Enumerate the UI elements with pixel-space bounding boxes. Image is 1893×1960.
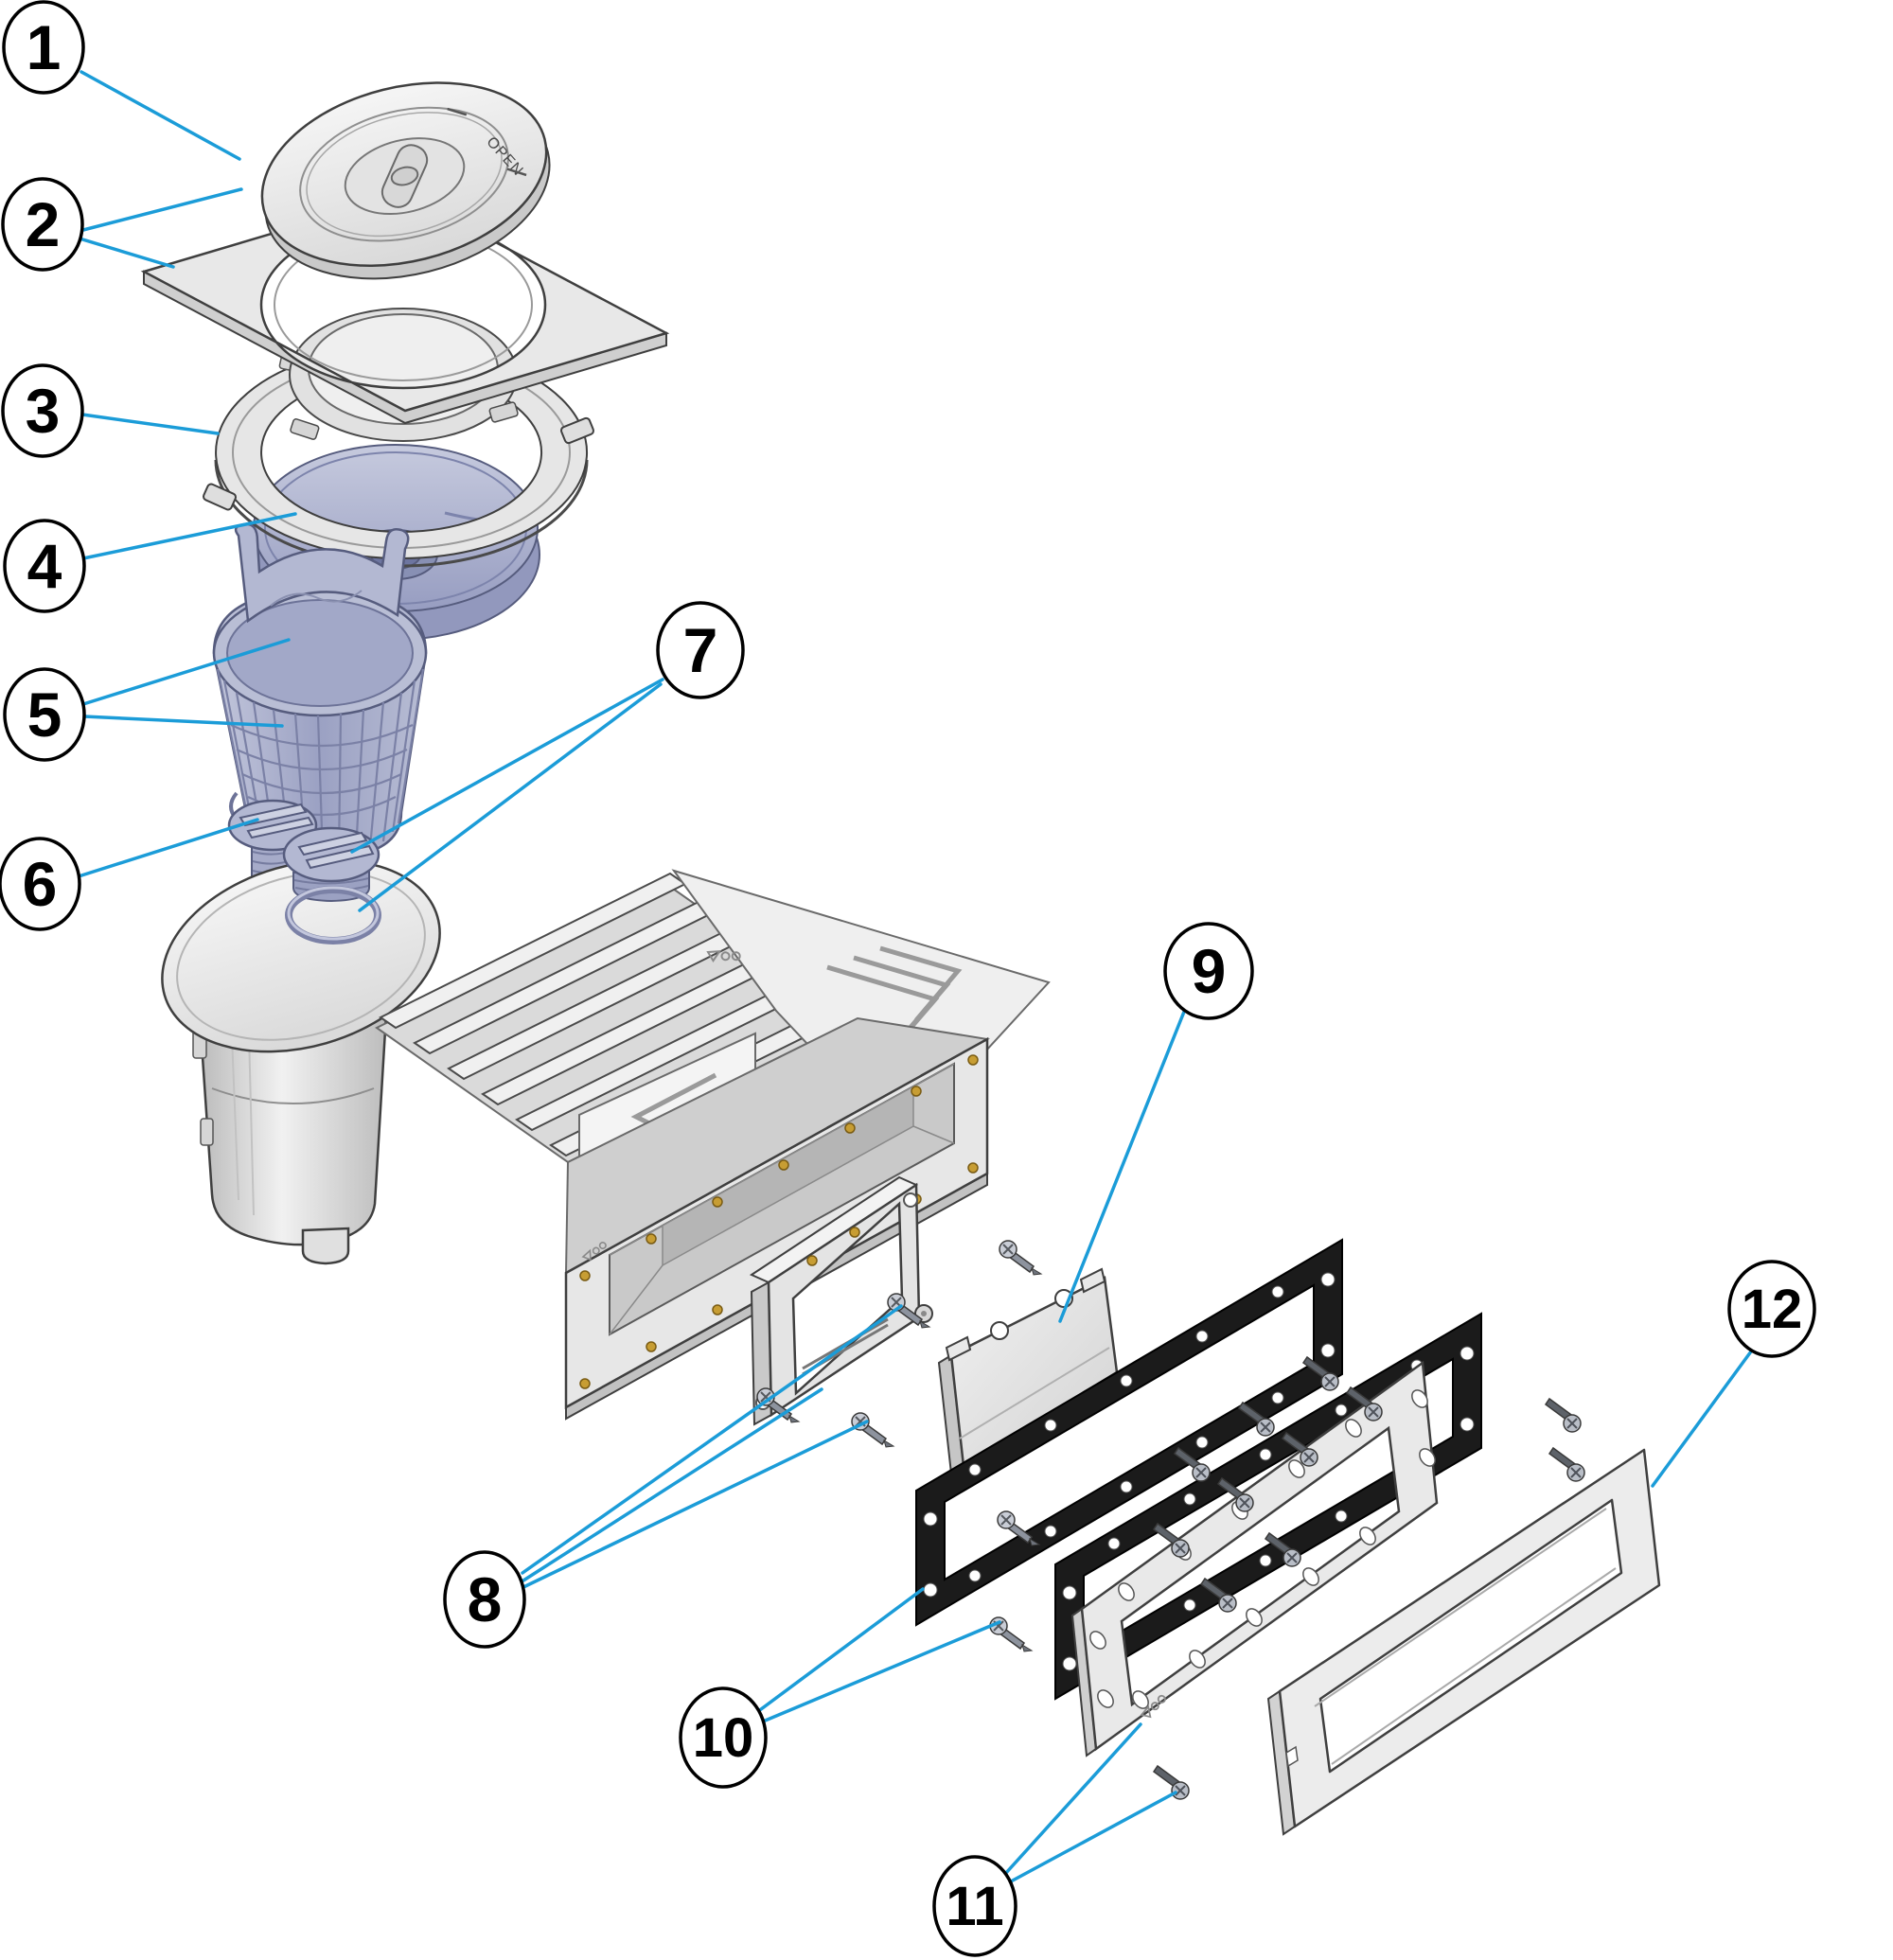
leader-line-10a: [755, 1587, 925, 1714]
callout-8: 8: [443, 1550, 526, 1649]
fixing-frame: [1070, 1356, 1439, 1757]
callout-1: 1: [2, 0, 85, 95]
callout-4: 4: [3, 519, 86, 613]
bottom-drain-pipe: [301, 1227, 350, 1265]
svg-text:4: 4: [27, 531, 62, 601]
callout-11: 11: [932, 1855, 1017, 1957]
tank-top: [161, 858, 441, 1053]
leader-line-7b: [358, 682, 663, 912]
leader-line-5b: [82, 715, 284, 728]
svg-text:12: 12: [1742, 1279, 1803, 1340]
svg-text:2: 2: [26, 189, 61, 259]
callout-7: 7: [656, 601, 745, 699]
callout-2: 2: [1, 177, 84, 272]
leader-line-6: [77, 818, 259, 878]
skimmer-body: [161, 858, 1051, 1421]
svg-text:6: 6: [23, 849, 58, 919]
round-lid-cover: OPEN: [260, 81, 551, 280]
leader-line-10b: [761, 1620, 1001, 1723]
leader-line-3: [80, 413, 220, 435]
callout-10: 10: [679, 1686, 768, 1789]
lid-open-arrows: [447, 107, 527, 177]
leader-lines: [77, 70, 1753, 1883]
leader-line-4: [81, 512, 297, 560]
leader-line-11b: [1009, 1791, 1177, 1883]
callout-5: 5: [3, 667, 86, 762]
svg-text:11: 11: [946, 1876, 1003, 1937]
mouth-flange: [564, 1036, 989, 1421]
o-ring: [285, 886, 381, 945]
weir-flap: [937, 1267, 1119, 1475]
callout-9: 9: [1163, 922, 1254, 1020]
leader-line-5a: [81, 638, 291, 706]
leader-line-1: [80, 70, 241, 161]
callout-6: 6: [0, 837, 81, 931]
leader-line-2b: [78, 237, 175, 269]
basket-mesh-slots: [216, 668, 425, 858]
leader-line-8c: [520, 1420, 869, 1590]
svg-text:8: 8: [468, 1564, 503, 1634]
leader-line-8a: [521, 1304, 903, 1575]
leader-line-11a: [1003, 1722, 1142, 1876]
svg-text:5: 5: [27, 680, 62, 750]
callout-12: 12: [1727, 1260, 1816, 1358]
callouts: 1 2 3 4 5 6 7 8: [0, 0, 1816, 1957]
svg-text:7: 7: [683, 615, 718, 685]
svg-text:10: 10: [693, 1707, 754, 1769]
front-trim-frame: [1266, 1448, 1661, 1836]
callout-3: 3: [1, 363, 84, 458]
leader-line-7a: [350, 678, 664, 854]
tank: [161, 858, 441, 1265]
svg-text:3: 3: [26, 376, 61, 446]
fixing-frame-holes: [1089, 1389, 1436, 1709]
svg-text:1: 1: [27, 12, 62, 82]
leader-line-9: [1058, 1010, 1186, 1323]
strainer-basket: [212, 522, 428, 859]
throat-ribs: [375, 872, 859, 1164]
leader-line-8b: [522, 1387, 823, 1582]
leader-line-2a: [78, 187, 243, 233]
leader-line-12: [1651, 1350, 1753, 1488]
svg-text:9: 9: [1192, 936, 1227, 1006]
